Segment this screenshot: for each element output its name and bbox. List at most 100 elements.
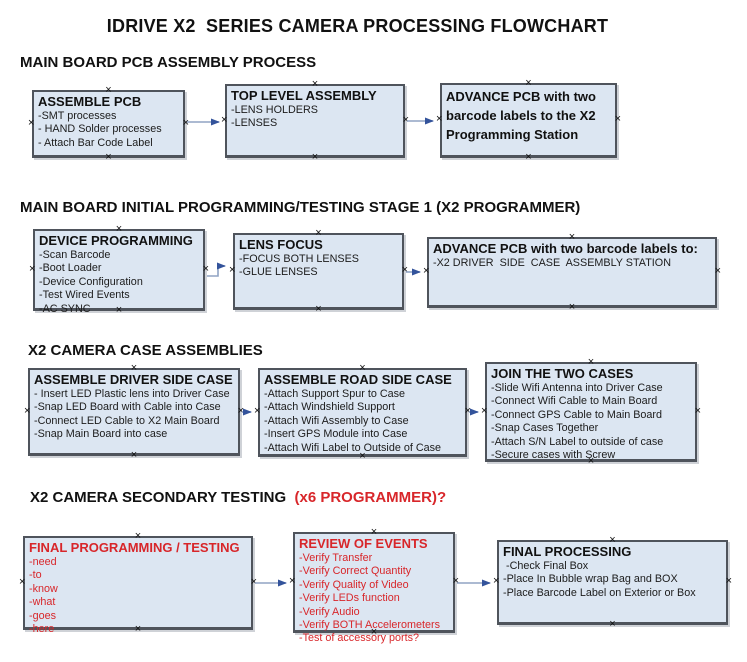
box-lines: -SMT processes- HAND Solder processes- A… [38,110,180,150]
box-line: -Device Configuration [39,275,143,288]
box-line: -Test of accessory ports? [299,632,420,645]
connection-anchor-icon: × [714,264,721,277]
connection-anchor-icon: × [423,264,430,277]
connection-anchor-icon: × [525,151,532,163]
box-line: - HAND Solder processes [38,123,162,136]
connector-arrow-3[interactable] [207,262,226,277]
box-lines: -Slide Wifi Antenna into Driver Case-Con… [491,382,692,462]
box-line: -X2 DRIVER SIDE CASE ASSEMBLY STATION [433,257,671,269]
box-line: -Attach Support Spur to Case [264,388,406,400]
box-line: -Attach S/N Label to outside of case [491,435,664,448]
connection-anchor-icon: × [614,112,621,125]
box-line: -what [29,596,56,609]
box-assemble-pcb[interactable]: ASSEMBLE PCB -SMT processes- HAND Solder… [28,85,189,163]
box-advance-pcb-to-programming-station[interactable]: ADVANCE PCB with two barcode labels to t… [436,78,621,163]
box-assemble-driver-side-case[interactable]: ASSEMBLE DRIVER SIDE CASE - Insert LED P… [24,363,244,461]
box-line: -here [29,623,55,636]
connection-anchor-icon: × [202,262,209,275]
box-title: REVIEW OF EVENTS [299,536,428,551]
box-title: ASSEMBLE ROAD SIDE CASE [264,372,452,387]
heading-black-part: X2 CAMERA SECONDARY TESTING [30,489,291,506]
box-line: -Place In Bubble wrap Bag and BOX [503,573,678,586]
connection-anchor-icon: × [221,113,228,126]
box-line: -Snap LED Board with Cable into Case [34,401,221,414]
box-lens-focus[interactable]: LENS FOCUS -FOCUS BOTH LENSES-GLUE LENSE… [229,228,408,315]
section-heading-main-board-pcb: MAIN BOARD PCB ASSEMBLY PROCESS [20,54,317,71]
box-lines: -FOCUS BOTH LENSES-GLUE LENSES [239,253,399,280]
box-top-level-assembly[interactable]: TOP LEVEL ASSEMBLY -LENS HOLDERS-LENSES … [221,79,409,163]
section-heading-secondary-testing: X2 CAMERA SECONDARY TESTING (x6 PROGRAMM… [30,489,446,506]
box-assemble-road-side-case[interactable]: ASSEMBLE ROAD SIDE CASE -Attach Support … [254,363,471,462]
connection-anchor-icon: × [609,618,616,630]
connection-anchor-icon: × [19,575,26,588]
connection-anchor-icon: × [568,301,576,313]
box-line: -Connect Wifi Cable to Main Board [491,395,658,408]
box-lines: -Scan Barcode-Boot Loader-Device Configu… [39,249,200,316]
box-join-the-two-cases[interactable]: JOIN THE TWO CASES -Slide Wifi Antenna i… [481,357,701,467]
box-title: ASSEMBLE DRIVER SIDE CASE [34,372,233,387]
box-line: -Snap Cases Together [491,422,599,435]
box-line: - Attach Bar Code Label [38,136,153,149]
box-line: -Verify BOTH Accelerometers [299,619,440,632]
heading-red-part: (x6 PROGRAMMER)? [290,489,447,506]
connection-anchor-icon: × [694,404,701,417]
box-lines: -need-to-know-what-goes-here [29,556,248,636]
connection-anchor-icon: × [250,575,257,588]
box-line: -Snap Main Board into case [34,428,168,441]
section-heading-initial-programming: MAIN BOARD INITIAL PROGRAMMING/TESTING S… [20,199,581,216]
box-lines: -LENS HOLDERS-LENSES [231,104,400,131]
box-line: -LENS HOLDERS [231,104,318,116]
box-line: -FOCUS BOTH LENSES [239,253,359,265]
box-line: -Insert GPS Module into Case [264,428,408,441]
connection-anchor-icon: × [464,404,471,417]
box-line: -Attach Windshield Support [264,401,395,414]
box-title: DEVICE PROGRAMMING [39,233,193,248]
connection-anchor-icon: × [452,574,459,587]
connection-anchor-icon: × [229,263,236,276]
box-title: ADVANCE PCB with two barcode labels to t… [446,89,596,142]
connection-anchor-icon: × [105,151,112,163]
connection-anchor-icon: × [289,574,296,587]
connection-anchor-icon: × [254,404,261,417]
box-line: -Attach Wifi Assembly to Case [264,414,409,427]
box-line: -AC SYNC [39,302,91,315]
box-lines: -X2 DRIVER SIDE CASE ASSEMBLY STATION [433,257,712,270]
box-lines: -Verify Transfer-Verify Correct Quantity… [299,552,450,646]
box-final-processing[interactable]: FINAL PROCESSING -Check Final Box-Place … [493,535,732,630]
box-line: -Slide Wifi Antenna into Driver Case [491,382,663,394]
box-review-of-events[interactable]: REVIEW OF EVENTS -Verify Transfer-Verify… [289,527,459,645]
box-line: -to [29,569,42,582]
connection-anchor-icon: × [237,404,244,417]
box-line: -Connect GPS Cable to Main Board [491,408,663,421]
box-line: -need [29,556,57,568]
connection-anchor-icon: × [130,449,138,461]
box-line: -Verify Audio [299,605,360,618]
box-title: FINAL PROCESSING [503,544,632,559]
box-title: FINAL PROGRAMMING / TESTING [29,540,240,555]
box-advance-pcb-to-driver-side-case[interactable]: ADVANCE PCB with two barcode labels to: … [423,232,721,313]
box-final-programming-testing[interactable]: FINAL PROGRAMMING / TESTING -need-to-kno… [19,531,257,636]
box-line: -SMT processes [38,110,117,122]
connection-anchor-icon: × [401,263,408,276]
box-device-programming[interactable]: DEVICE PROGRAMMING -Scan Barcode-Boot Lo… [29,224,209,316]
connection-anchor-icon: × [481,404,488,417]
box-line: -Attach Wifi Label to Outside of Case [264,441,442,454]
box-line: -Scan Barcode [39,249,111,261]
box-line: -LENSES [231,117,278,130]
connection-anchor-icon: × [315,303,322,315]
box-line: -Place Barcode Label on Exterior or Box [503,586,696,599]
connection-anchor-icon: × [311,151,319,163]
box-line: -Boot Loader [39,262,102,275]
box-line: -GLUE LENSES [239,266,318,279]
box-lines: -Check Final Box-Place In Bubble wrap Ba… [503,560,723,600]
box-line: -know [29,582,58,595]
box-lines: -Attach Support Spur to Case-Attach Wind… [264,388,462,455]
connection-anchor-icon: × [493,574,500,587]
box-line: -Check Final Box [503,560,589,572]
box-title: ADVANCE PCB with two barcode labels to: [433,241,698,256]
box-title: TOP LEVEL ASSEMBLY [231,88,377,103]
connection-anchor-icon: × [402,113,409,126]
box-title: JOIN THE TWO CASES [491,366,634,381]
connection-anchor-icon: × [24,404,31,417]
